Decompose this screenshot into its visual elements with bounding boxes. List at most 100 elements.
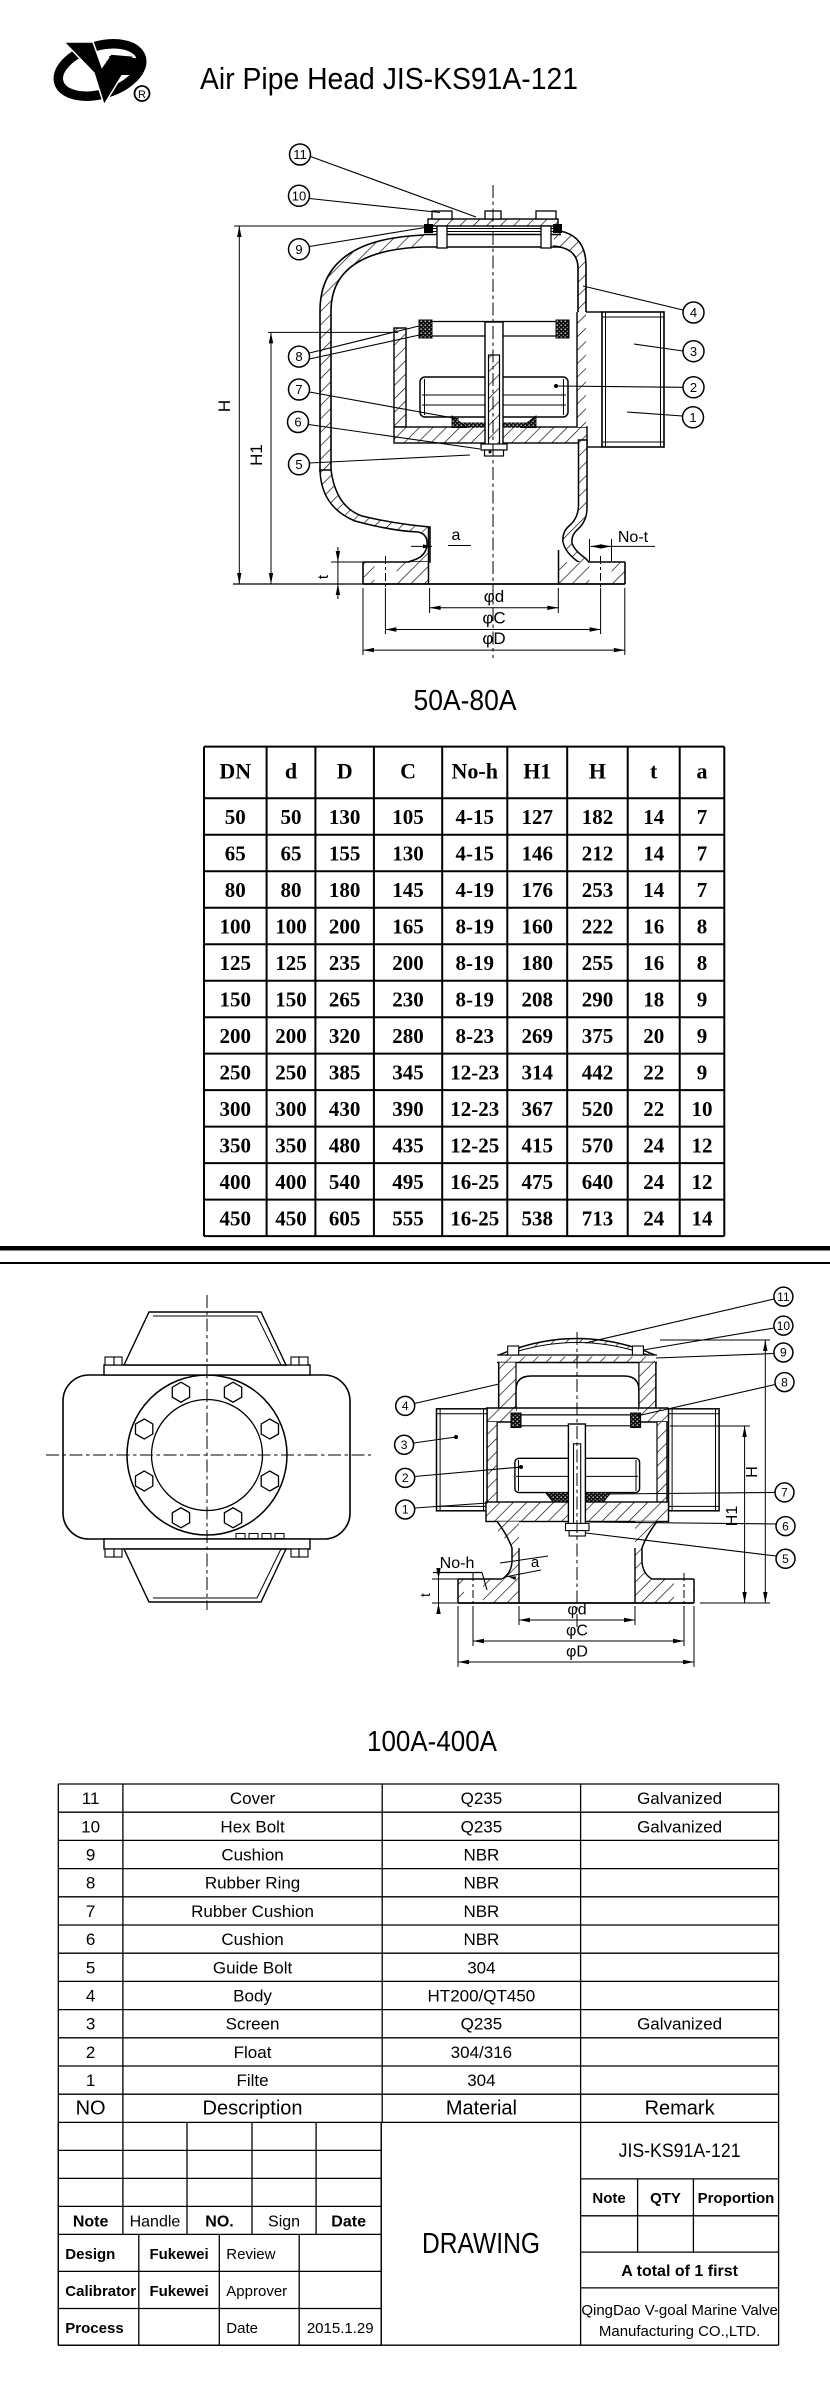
svg-text:367: 367: [522, 1097, 554, 1121]
svg-text:100A-400A: 100A-400A: [367, 1726, 498, 1758]
svg-text:C: C: [400, 759, 416, 784]
svg-text:φd: φd: [567, 1602, 586, 1619]
svg-text:345: 345: [392, 1060, 424, 1084]
svg-text:Filte: Filte: [236, 2071, 268, 2090]
svg-text:3: 3: [690, 344, 697, 359]
svg-text:Sign: Sign: [268, 2213, 300, 2230]
svg-text:230: 230: [392, 987, 424, 1011]
svg-text:Calibrator: Calibrator: [65, 2283, 136, 2300]
svg-text:4-15: 4-15: [456, 805, 495, 829]
svg-text:385: 385: [329, 1060, 361, 1084]
svg-text:8-23: 8-23: [456, 1024, 495, 1048]
svg-text:6: 6: [86, 1930, 95, 1949]
svg-text:H1: H1: [523, 759, 551, 784]
svg-text:Description: Description: [203, 2097, 303, 2119]
svg-text:H1: H1: [724, 1506, 741, 1527]
svg-text:8: 8: [781, 1375, 788, 1389]
svg-text:9: 9: [86, 1846, 95, 1865]
svg-text:Note: Note: [73, 2213, 109, 2230]
svg-text:9: 9: [697, 1060, 708, 1084]
svg-text:6: 6: [294, 415, 301, 430]
svg-text:QingDao V-goal Marine Valve: QingDao V-goal Marine Valve: [581, 2302, 778, 2319]
svg-text:H: H: [744, 1466, 761, 1478]
svg-text:4: 4: [86, 1987, 95, 2006]
svg-text:16-25: 16-25: [450, 1170, 499, 1194]
svg-text:146: 146: [522, 842, 554, 866]
svg-text:16-25: 16-25: [450, 1206, 499, 1230]
svg-text:176: 176: [522, 878, 554, 902]
svg-text:5: 5: [782, 1552, 789, 1566]
svg-text:Cushion: Cushion: [221, 1846, 283, 1865]
svg-text:8: 8: [697, 951, 708, 975]
svg-text:160: 160: [522, 914, 554, 938]
svg-text:φC: φC: [482, 609, 505, 628]
svg-text:11: 11: [82, 1789, 100, 1808]
svg-text:R: R: [138, 89, 146, 101]
svg-text:1: 1: [689, 410, 696, 425]
svg-text:Galvanized: Galvanized: [637, 1789, 722, 1808]
svg-text:Manufacturing CO.,LTD.: Manufacturing CO.,LTD.: [599, 2323, 760, 2340]
svg-text:10: 10: [292, 188, 306, 203]
svg-text:65: 65: [225, 842, 246, 866]
svg-text:10: 10: [81, 1817, 100, 1836]
svg-text:10: 10: [777, 1319, 791, 1333]
svg-text:640: 640: [582, 1170, 614, 1194]
svg-text:φD: φD: [566, 1644, 588, 1661]
svg-text:415: 415: [522, 1133, 554, 1157]
svg-text:127: 127: [522, 805, 554, 829]
svg-text:555: 555: [392, 1206, 424, 1230]
svg-text:280: 280: [392, 1024, 424, 1048]
svg-text:Q235: Q235: [461, 2015, 503, 2034]
svg-text:H: H: [215, 400, 234, 412]
svg-text:180: 180: [329, 878, 361, 902]
svg-text:250: 250: [275, 1060, 307, 1084]
svg-text:200: 200: [329, 914, 361, 938]
svg-text:NO.: NO.: [205, 2213, 233, 2230]
svg-text:4-19: 4-19: [456, 878, 495, 902]
svg-text:2: 2: [86, 2043, 95, 2062]
svg-text:t: t: [650, 759, 658, 784]
svg-text:235: 235: [329, 951, 361, 975]
svg-text:253: 253: [582, 878, 614, 902]
svg-text:390: 390: [392, 1097, 424, 1121]
svg-text:JIS-KS91A-121: JIS-KS91A-121: [619, 2141, 741, 2162]
svg-text:8: 8: [697, 914, 708, 938]
svg-text:a: a: [697, 759, 708, 784]
svg-text:Date: Date: [331, 2213, 366, 2230]
svg-text:φC: φC: [566, 1623, 588, 1640]
svg-text:D: D: [337, 759, 353, 784]
svg-text:a: a: [452, 527, 461, 544]
svg-text:50: 50: [225, 805, 246, 829]
svg-text:1: 1: [402, 1503, 409, 1517]
svg-text:DRAWING: DRAWING: [422, 2228, 540, 2260]
svg-text:QTY: QTY: [650, 2190, 681, 2207]
svg-text:A total of 1 first: A total of 1 first: [621, 2263, 738, 2280]
svg-text:212: 212: [582, 842, 614, 866]
svg-text:100: 100: [220, 914, 252, 938]
svg-text:713: 713: [582, 1206, 614, 1230]
svg-text:Review: Review: [226, 2246, 275, 2263]
svg-text:Galvanized: Galvanized: [637, 1817, 722, 1836]
svg-text:375: 375: [582, 1024, 614, 1048]
svg-text:24: 24: [643, 1206, 665, 1230]
svg-text:NBR: NBR: [463, 1930, 499, 1949]
svg-text:7: 7: [697, 842, 708, 866]
svg-text:11: 11: [293, 147, 307, 162]
svg-text:6: 6: [782, 1519, 789, 1533]
svg-text:7: 7: [781, 1486, 788, 1500]
svg-text:Process: Process: [65, 2320, 123, 2337]
svg-text:Proportion: Proportion: [698, 2190, 775, 2207]
svg-text:265: 265: [329, 987, 361, 1011]
svg-text:300: 300: [220, 1097, 252, 1121]
svg-text:105: 105: [392, 805, 424, 829]
svg-text:9: 9: [697, 1024, 708, 1048]
svg-text:2015.1.29: 2015.1.29: [307, 2320, 374, 2337]
svg-text:7: 7: [697, 805, 708, 829]
svg-text:NBR: NBR: [463, 1902, 499, 1921]
svg-text:Guide Bolt: Guide Bolt: [213, 1958, 293, 1977]
svg-text:12-23: 12-23: [450, 1097, 499, 1121]
svg-text:304/316: 304/316: [451, 2043, 512, 2062]
svg-text:430: 430: [329, 1097, 361, 1121]
svg-text:10: 10: [692, 1097, 713, 1121]
svg-text:Galvanized: Galvanized: [637, 2015, 722, 2034]
